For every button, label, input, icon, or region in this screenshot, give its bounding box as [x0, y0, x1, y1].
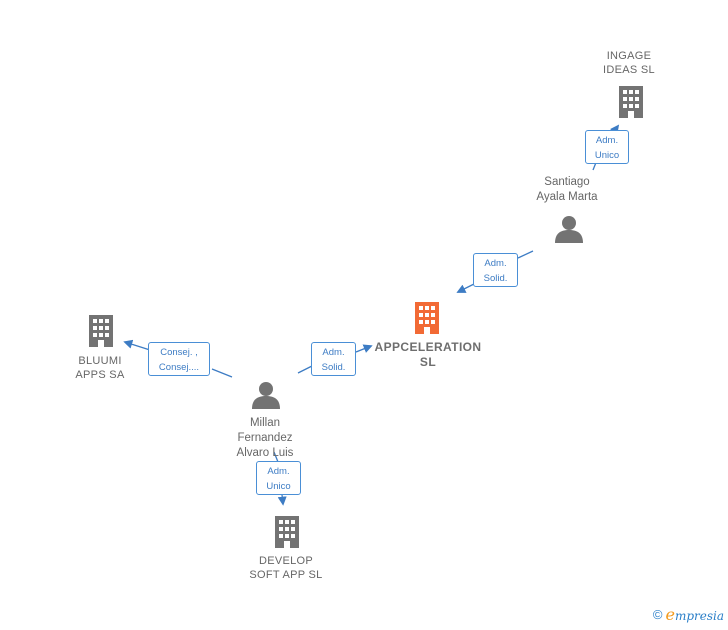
building-icon[interactable] — [275, 516, 299, 548]
copyright-footer: © empresia — [653, 605, 724, 624]
edge-label-santiago-appceleration[interactable]: Adm. Solid. — [473, 253, 518, 287]
edge-label-santiago-ingage[interactable]: Adm. Unico — [585, 130, 629, 164]
node-label-bluumi-apps[interactable]: BLUUMI APPS SA — [75, 355, 125, 381]
building-icon[interactable] — [619, 86, 643, 118]
edge-millan-develop — [273, 451, 283, 504]
person-icon[interactable] — [555, 216, 583, 243]
edge-label-millan-appceleration[interactable]: Adm. Solid. — [311, 342, 356, 376]
building-icon[interactable] — [415, 302, 439, 334]
brand-logo[interactable]: empresia — [665, 605, 724, 624]
node-label-ingage-ideas[interactable]: INGAGE IDEAS SL — [603, 50, 655, 76]
node-label-develop-soft-app[interactable]: DEVELOP SOFT APP SL — [249, 555, 323, 581]
node-label-appceleration[interactable]: APPCELERATION SL — [374, 340, 482, 369]
node-label-santiago-ayala-marta[interactable]: Santiago Ayala Marta — [536, 176, 598, 203]
edge-millan-bluumi — [125, 342, 233, 378]
edge-label-millan-bluumi[interactable]: Consej. , Consej.... — [148, 342, 210, 376]
node-label-millan-fernandez[interactable]: Millan Fernandez Alvaro Luis — [236, 417, 294, 459]
person-icon[interactable] — [252, 382, 280, 409]
building-icon[interactable] — [89, 315, 113, 347]
edge-label-millan-develop[interactable]: Adm. Unico — [256, 461, 301, 495]
copyright-icon: © — [652, 607, 663, 622]
edge-millan-appceleration — [297, 346, 371, 374]
